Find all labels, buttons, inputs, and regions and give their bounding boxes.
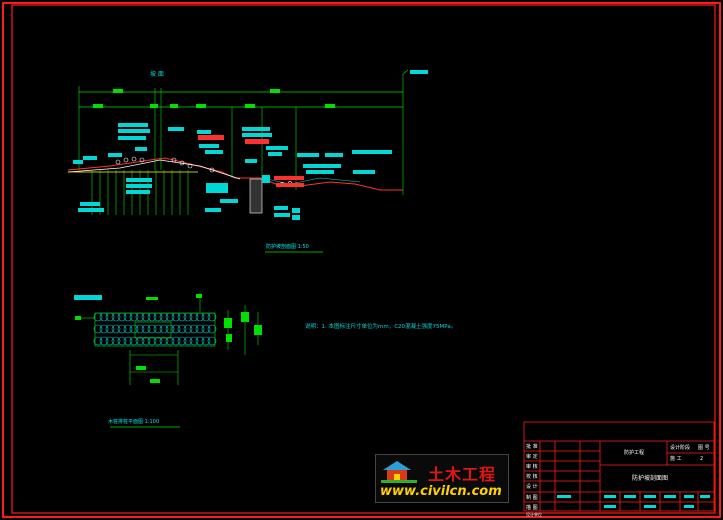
tb-row-5: 设 计 bbox=[526, 484, 538, 490]
tb-row-4: 校 核 bbox=[526, 474, 538, 480]
tb-sheet-title: 防护坡剖面图 bbox=[632, 475, 669, 482]
pile-circle bbox=[201, 336, 211, 346]
pile-circle bbox=[165, 324, 175, 334]
pile-circle bbox=[177, 324, 187, 334]
pile-circle bbox=[111, 336, 121, 346]
pile-circle bbox=[165, 336, 175, 346]
pile-circle bbox=[183, 324, 193, 334]
pile-circle bbox=[183, 336, 193, 346]
pile-circle bbox=[93, 324, 103, 334]
tb-row-6: 制 图 bbox=[526, 495, 538, 501]
pile-circle bbox=[195, 324, 205, 334]
inner-frame bbox=[11, 4, 716, 514]
ground-profile-line bbox=[67, 157, 403, 191]
pile-circle bbox=[159, 324, 169, 334]
logo-brand-text: 土木工程 bbox=[428, 465, 497, 484]
pile-circle bbox=[123, 324, 133, 334]
civilcn-logo: 土木工程 www.civilcn.com bbox=[375, 454, 509, 503]
tb-row-3: 审 核 bbox=[526, 464, 538, 470]
pile-circle bbox=[201, 324, 211, 334]
pile-circle bbox=[111, 324, 121, 334]
pile-circle bbox=[159, 336, 169, 346]
main-section-caption: 防护坡剖面图 1:50 bbox=[266, 244, 309, 250]
tb-design-stage-value: 施 工 bbox=[670, 456, 682, 462]
pile-circle bbox=[105, 324, 115, 334]
pile-circle bbox=[135, 336, 145, 346]
pile-circle bbox=[93, 336, 103, 346]
tb-row-7: 描 图 bbox=[526, 505, 538, 511]
pile-circle bbox=[171, 336, 181, 346]
title-block-fills bbox=[557, 495, 710, 508]
pile-circle bbox=[141, 336, 151, 346]
tb-drawing-no-value: 2 bbox=[700, 456, 704, 462]
pile-circle bbox=[207, 336, 217, 346]
tb-row-2: 审 定 bbox=[526, 454, 538, 460]
top-label: 坡 面 bbox=[150, 71, 164, 78]
tb-design-stage-label: 设计阶段 bbox=[670, 445, 691, 451]
logo-url: www.civilcn.com bbox=[380, 484, 502, 499]
pile-circle bbox=[177, 336, 187, 346]
pile-circle bbox=[147, 324, 157, 334]
house-icon bbox=[381, 461, 417, 483]
title-block-grid bbox=[523, 421, 715, 512]
tb-unit-label: 设计单位 bbox=[526, 512, 542, 517]
design-note: 说明：1. 本图标注尺寸单位为mm，C20混凝土强度75MPa。 bbox=[305, 324, 457, 330]
pile-circle bbox=[105, 336, 115, 346]
main-section-view bbox=[67, 69, 428, 253]
pile-circle bbox=[135, 324, 145, 334]
pile-circle bbox=[153, 336, 163, 346]
pile-circle bbox=[189, 336, 199, 346]
pile-circle bbox=[99, 324, 109, 334]
pile-circle bbox=[195, 336, 205, 346]
pile-circle bbox=[117, 324, 127, 334]
pile-circle bbox=[153, 324, 163, 334]
plan-view-caption: 木桩排桩平面图 1:100 bbox=[108, 419, 159, 425]
tb-drawing-no-label: 图 号 bbox=[698, 445, 710, 451]
pile-circle bbox=[129, 336, 139, 346]
tb-project-cell: 防护工程 bbox=[624, 450, 645, 456]
pile-circle bbox=[189, 324, 199, 334]
pile-circle bbox=[147, 336, 157, 346]
pile-circle bbox=[141, 324, 151, 334]
tb-row-1: 批 准 bbox=[526, 444, 538, 450]
pile-circle bbox=[99, 336, 109, 346]
pile-circle bbox=[123, 336, 133, 346]
pile-circle bbox=[171, 324, 181, 334]
pile-circle bbox=[129, 324, 139, 334]
plan-view bbox=[74, 293, 262, 428]
pile-circle bbox=[117, 336, 127, 346]
pile-circle bbox=[207, 324, 217, 334]
